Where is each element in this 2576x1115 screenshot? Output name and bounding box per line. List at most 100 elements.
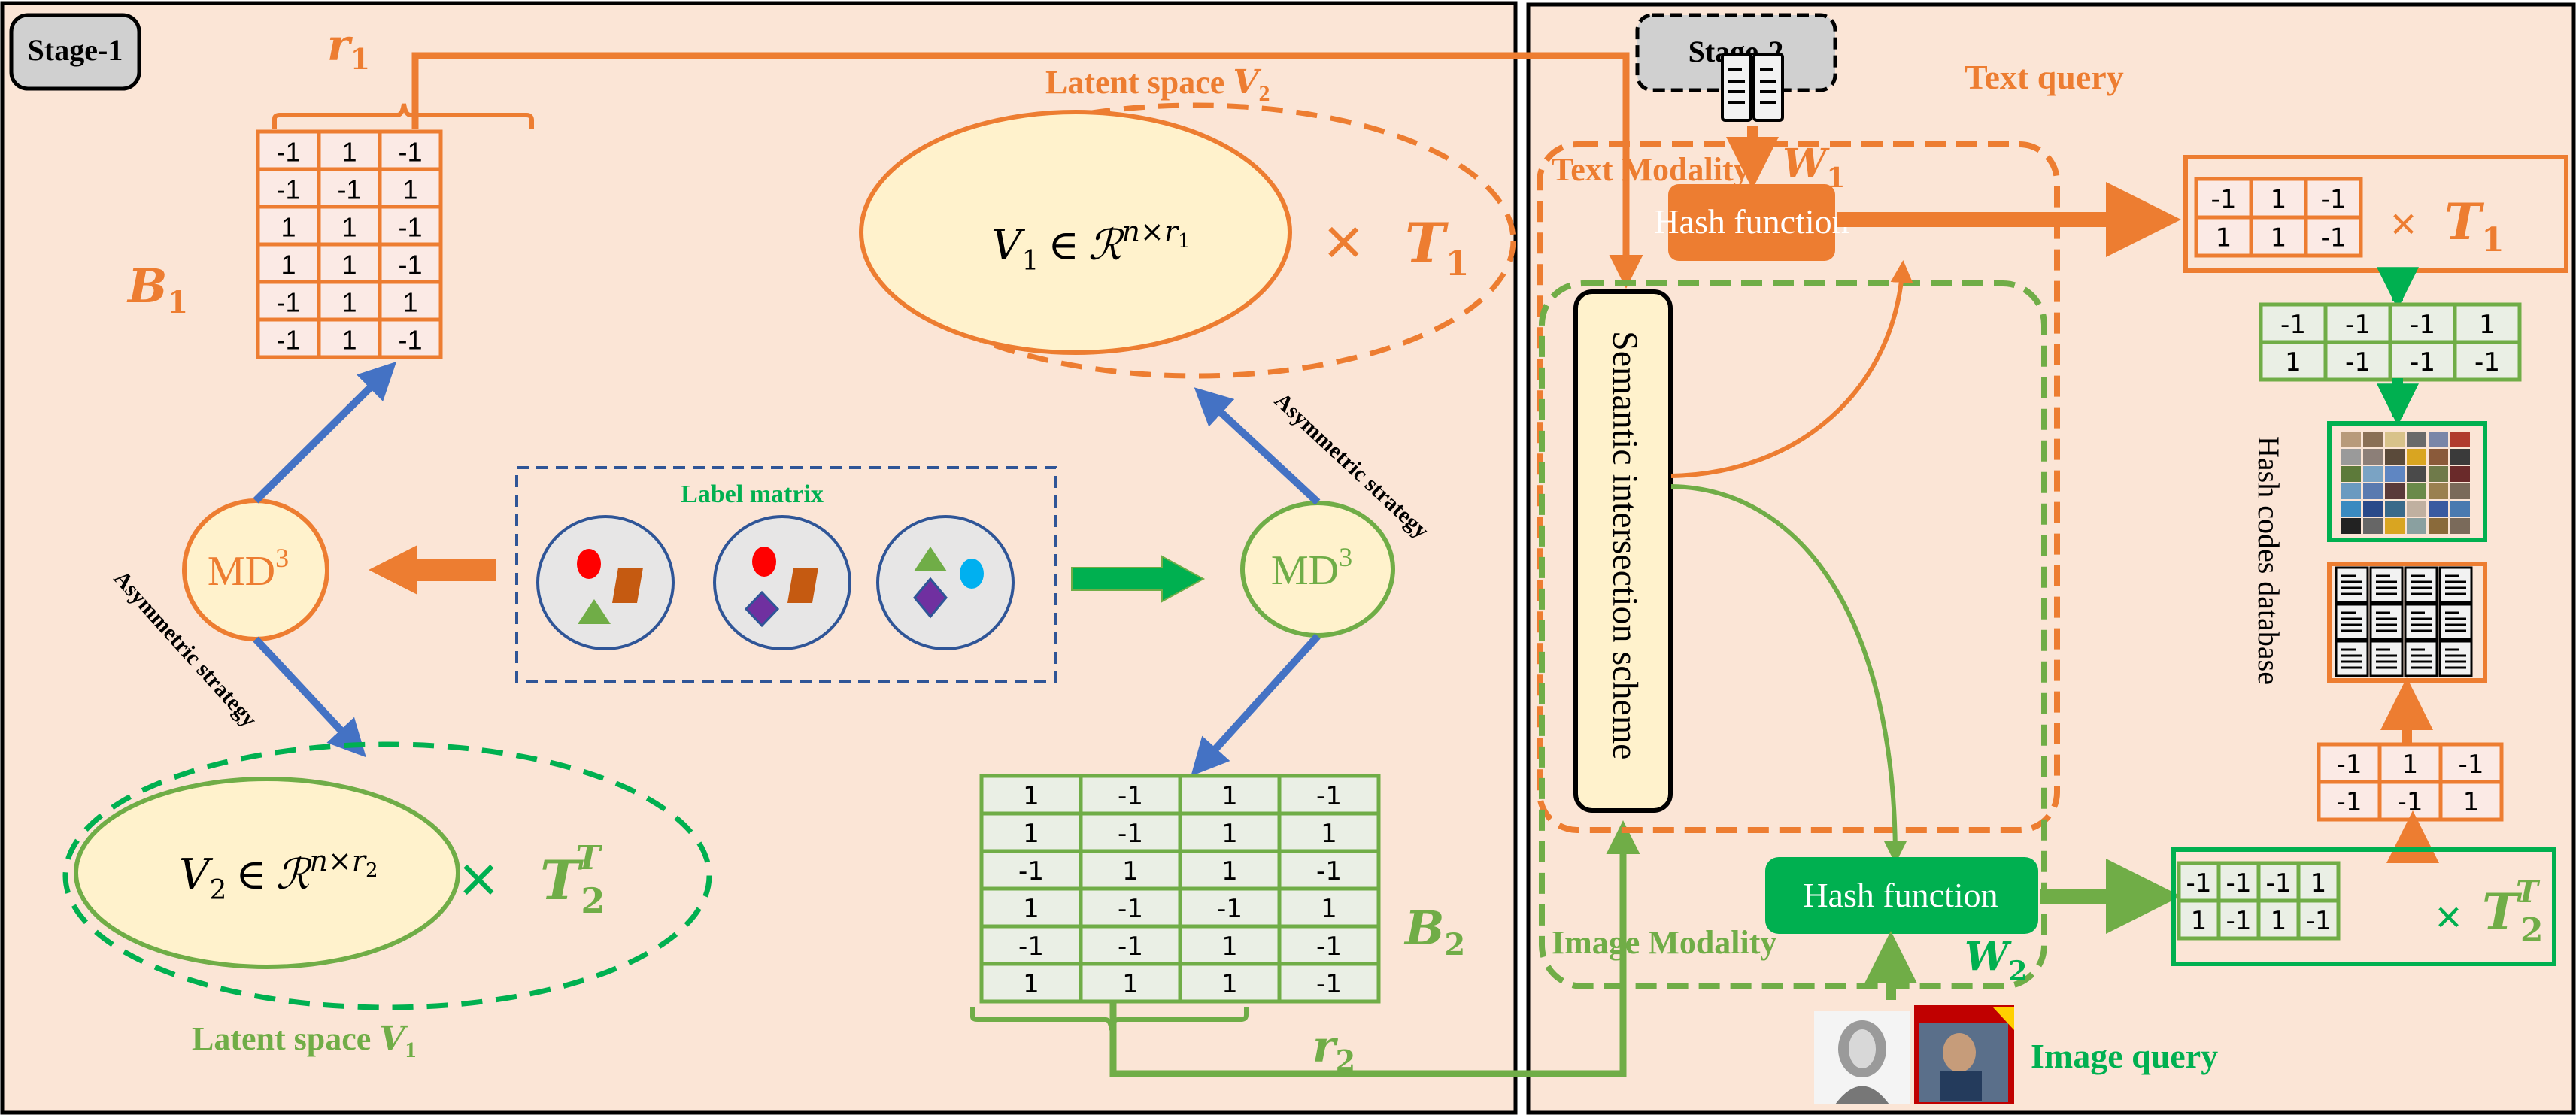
matrix-cell-value: 1: [2191, 906, 2207, 936]
v1-ellipse: [859, 110, 1292, 355]
hash-function-image-label: Hash function: [1803, 876, 1998, 914]
matrix-cell-value: 1: [2271, 223, 2287, 253]
text-database: [2327, 562, 2487, 683]
database-image-thumbnail: [2407, 518, 2426, 534]
database-image-thumbnail: [2407, 466, 2426, 482]
matrix-cell-value: 1: [2285, 347, 2301, 377]
database-image-thumbnail: [2407, 501, 2426, 517]
matrix-cell-value: 1: [281, 250, 296, 280]
matrix-cell: [2323, 340, 2392, 382]
text-document-icon: [2438, 640, 2473, 677]
database-image-thumbnail: [2450, 518, 2470, 534]
portrait-thumbnail: [1814, 1011, 1910, 1104]
matrix-cell-value: 1: [1321, 894, 1337, 924]
matrix-cell: [2256, 898, 2301, 941]
matrix-cell: [2438, 780, 2504, 822]
matrix-cell-value: -1: [2410, 347, 2435, 377]
matrix-cell-value: -1: [2226, 906, 2252, 936]
database-image-thumbnail: [2385, 432, 2405, 447]
r2-connector: [1109, 820, 1640, 1077]
stage1-label: Stage-1: [28, 33, 123, 67]
database-image-thumbnail: [2385, 501, 2405, 517]
text-document-icon: [2335, 640, 2369, 677]
database-image-thumbnail: [2341, 501, 2361, 517]
matrix-cell: [2296, 898, 2341, 941]
matrix-cell-value: 1: [281, 212, 296, 243]
matrix-cell: [317, 242, 382, 284]
purple-diamond-icon: [744, 590, 780, 628]
label-sample-1: [536, 515, 675, 650]
matrix-cell-value: 1: [2402, 750, 2419, 780]
matrix-cell-value: 1: [402, 174, 417, 205]
matrix-cell: [1277, 774, 1381, 816]
text-document-icon: [2369, 603, 2404, 641]
matrix-cell-value: -1: [1118, 819, 1143, 849]
matrix-cell: [1277, 886, 1381, 929]
matrix-cell-value: 1: [1221, 819, 1238, 849]
matrix-cell-value: -1: [337, 174, 361, 205]
semantic-intersection-scheme-block: Semantic intersection scheme: [1573, 289, 1673, 813]
matrix-cell-value: 1: [1321, 819, 1337, 849]
matrix-cell-value: 1: [1023, 819, 1039, 849]
green-triangle-icon: [578, 599, 611, 624]
matrix-cell-value: -1: [1118, 932, 1143, 962]
times-icon-t1: ×: [1324, 205, 1364, 280]
matrix-cell-value: -1: [2280, 310, 2306, 340]
w1-label: W1: [1783, 141, 1845, 194]
matrix-cell-value: -1: [2321, 223, 2347, 253]
database-image-thumbnail: [2341, 466, 2361, 482]
matrix-cell-value: 1: [1023, 969, 1039, 999]
database-image-thumbnail: [2407, 432, 2426, 447]
hash-function-text-block: Hash function: [1654, 184, 1849, 261]
matrix-cell-value: -1: [2226, 868, 2252, 898]
database-image-thumbnail: [2341, 432, 2361, 447]
matrix-cell-value: 1: [2311, 868, 2327, 898]
matrix-cell: [2216, 861, 2261, 903]
stage1-badge: Stage-1: [9, 13, 141, 91]
arrow-md3-to-v2: [253, 636, 366, 758]
database-image-thumbnail: [2429, 466, 2448, 482]
hash-codes-database-label: Hash codes database: [2252, 436, 2286, 685]
matrix-cell-value: 1: [1221, 781, 1238, 811]
matrix-cell-value: 1: [341, 250, 357, 280]
red-circle-icon: [577, 549, 601, 579]
r1-label: r1: [327, 20, 370, 76]
database-image-thumbnail: [2341, 449, 2361, 465]
md3-left-label: MD3: [208, 543, 289, 595]
r1-connector: [411, 52, 1643, 289]
blue-circle-icon: [960, 559, 984, 589]
md3-right-label: MD3: [1271, 542, 1352, 594]
matrix-cell-value: -1: [1018, 932, 1044, 962]
text-database-grid: [2335, 566, 2473, 677]
latent-space-v1-boundary: [62, 741, 712, 1010]
image-database: [2327, 421, 2487, 542]
matrix-cell-value: 1: [1221, 969, 1238, 999]
matrix-cell-value: -1: [1316, 969, 1342, 999]
label-matrix-title: Label matrix: [681, 480, 824, 508]
curve-scheme-to-hash-text: [1670, 260, 1913, 478]
database-image-thumbnail: [2385, 483, 2405, 499]
arrow-md3-to-v1: [1194, 387, 1321, 505]
matrix-cell-value: -1: [2306, 906, 2332, 936]
b1-label: B1: [126, 259, 188, 320]
matrix-cell-value: -1: [2410, 310, 2435, 340]
database-image-thumbnail: [2363, 432, 2383, 447]
database-image-thumbnail: [2363, 483, 2383, 499]
matrix-cell-value: -1: [1118, 894, 1143, 924]
times-icon-image-code: ×: [2435, 892, 2462, 942]
text-document-icon: [2404, 640, 2438, 677]
matrix-cell: [2194, 215, 2253, 258]
matrix-cell-value: -1: [1217, 894, 1242, 924]
matrix-cell: [2259, 302, 2328, 344]
matrix-cell: [1079, 924, 1182, 966]
matrix-cell-value: 1: [2463, 787, 2480, 817]
red-circle-icon: [752, 547, 776, 577]
md3-right-node: [1240, 501, 1395, 638]
hash-function-image-block: Hash function: [1765, 857, 2038, 934]
matrix-cell-value: 1: [402, 287, 417, 318]
hash-function-text-label: Hash function: [1654, 202, 1849, 241]
